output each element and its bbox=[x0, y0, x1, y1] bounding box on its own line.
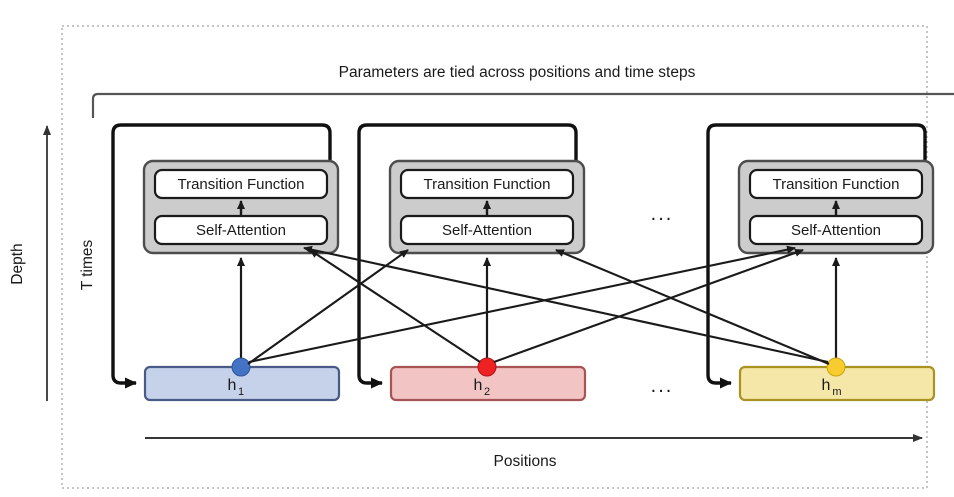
attention-edge-h2-to-block1 bbox=[309, 249, 481, 363]
recurrence-loop-m bbox=[706, 123, 927, 389]
transition-function-label-2: Transition Function bbox=[423, 176, 550, 193]
ellipsis-upper: ... bbox=[651, 203, 674, 225]
state-sub-h2: 2 bbox=[484, 386, 490, 398]
column-position-1: Transition Function Self-Attention h 1 bbox=[111, 123, 341, 402]
attention-edge-hm-to-block1 bbox=[303, 245, 829, 364]
column-position-2: Transition Function Self-Attention h 2 bbox=[357, 123, 587, 402]
transition-function-box-m bbox=[748, 168, 924, 200]
column-position-m: Transition Function Self-Attention h m bbox=[706, 123, 936, 402]
positions-axis-label: Positions bbox=[494, 453, 557, 470]
transition-function-box-2 bbox=[399, 168, 575, 200]
ellipsis-lower: ... bbox=[651, 375, 674, 397]
state-dot-h1 bbox=[231, 357, 251, 377]
self-attention-label-1: Self-Attention bbox=[196, 222, 286, 239]
recurrence-loop-2 bbox=[357, 123, 578, 389]
attention-edges bbox=[247, 245, 830, 365]
state-label-h1: h bbox=[228, 377, 237, 394]
self-attention-box-2 bbox=[399, 214, 575, 246]
attention-edge-h2-to-blockm bbox=[493, 248, 804, 363]
self-attention-box-m bbox=[748, 214, 924, 246]
attention-edge-h1-to-block2 bbox=[247, 249, 409, 365]
attention-edge-hm-to-block2 bbox=[555, 249, 830, 365]
self-attention-label-m: Self-Attention bbox=[791, 222, 881, 239]
transition-function-box-1 bbox=[153, 168, 329, 200]
transition-function-label-m: Transition Function bbox=[772, 176, 899, 193]
state-sub-h1: 1 bbox=[238, 386, 244, 398]
recurrence-loop-1 bbox=[111, 123, 332, 389]
tied-parameters-bracket bbox=[91, 92, 954, 118]
self-attention-label-2: Self-Attention bbox=[442, 222, 532, 239]
state-label-h2: h bbox=[474, 377, 483, 394]
depth-axis-label: Depth bbox=[9, 243, 26, 284]
state-dot-hm bbox=[826, 357, 846, 377]
t-times-label: T times bbox=[79, 239, 96, 290]
self-attention-box-1 bbox=[153, 214, 329, 246]
state-label-hm: h bbox=[822, 377, 831, 394]
attention-edge-h1-to-blockm bbox=[248, 245, 796, 364]
state-dot-h2 bbox=[477, 357, 497, 377]
dashed-frame bbox=[61, 25, 928, 489]
transition-function-label-1: Transition Function bbox=[177, 176, 304, 193]
state-sub-hm: m bbox=[832, 386, 841, 398]
figure-title: Parameters are tied across positions and… bbox=[339, 64, 696, 81]
